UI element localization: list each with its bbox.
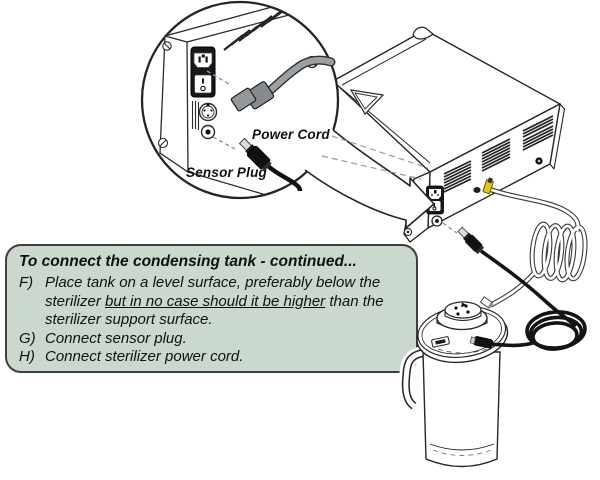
drain-grommet bbox=[473, 187, 481, 193]
sensor-dashed-line-small bbox=[442, 222, 458, 234]
instruction-item-g: G) Connect sensor plug. bbox=[19, 330, 406, 349]
item-text: Connect sensor plug. bbox=[45, 329, 187, 347]
tank-body bbox=[422, 351, 501, 468]
instruction-box: To connect the condensing tank - continu… bbox=[5, 244, 418, 373]
callout-sensor-plug bbox=[238, 137, 272, 171]
cap-tube-fitting bbox=[479, 296, 494, 309]
callout-power-plug bbox=[230, 81, 275, 112]
power-dashed-line bbox=[206, 70, 230, 85]
cap-triangle-mark bbox=[461, 302, 468, 307]
sterilizer-top-tab bbox=[412, 26, 434, 40]
callout-leader-lines bbox=[321, 135, 429, 180]
sensor-cable bbox=[479, 249, 587, 351]
item-letter: H) bbox=[19, 348, 35, 366]
sensor-plug-small bbox=[457, 226, 485, 255]
power-cord-label: Power Cord bbox=[252, 127, 330, 142]
instruction-title: To connect the condensing tank - continu… bbox=[19, 253, 357, 270]
item-text: Place tank on a level surface, preferabl… bbox=[45, 274, 384, 329]
item-letter: G) bbox=[19, 329, 36, 347]
sterilizer-top-rim bbox=[340, 38, 431, 164]
callout-sensor-cable bbox=[266, 164, 303, 192]
lid-latch bbox=[431, 336, 450, 348]
hose-fitting-yellow bbox=[482, 177, 494, 195]
sensor-plug-label: Sensor Plug bbox=[186, 165, 267, 180]
condensate-tube bbox=[488, 186, 588, 308]
instruction-item-f: F) Place tank on a level surface, prefer… bbox=[19, 274, 406, 330]
rear-panel-hardware bbox=[403, 157, 543, 237]
instruction-item-h: H) Connect sterilizer power cord. bbox=[19, 348, 406, 367]
sterilizer-unit bbox=[332, 26, 566, 243]
item-text: Connect sterilizer power cord. bbox=[45, 348, 244, 366]
condensing-tank bbox=[398, 301, 509, 468]
callout-detail bbox=[157, 6, 336, 196]
underlined-phrase: but in no case should it be higher bbox=[105, 292, 326, 310]
item-letter: F) bbox=[19, 274, 34, 291]
tank-cap bbox=[444, 301, 482, 319]
vent-slats bbox=[443, 115, 554, 193]
callout-arrow bbox=[290, 118, 434, 228]
lid-sensor-connector bbox=[469, 336, 493, 349]
callout-rocker-switch bbox=[194, 74, 212, 94]
